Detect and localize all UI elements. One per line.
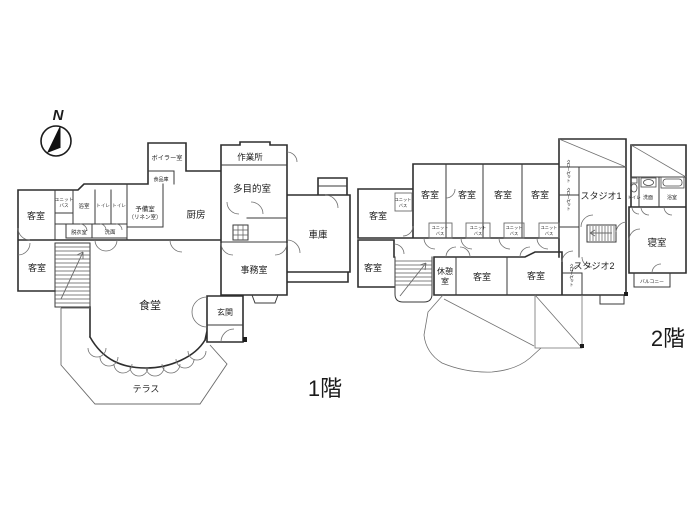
f2-label-guest-w-upper: 客室 bbox=[369, 210, 387, 221]
f2-label-ub1-1: ユニット bbox=[432, 225, 449, 230]
f2-label-ub2-1: ユニット bbox=[470, 225, 487, 230]
f1-label-workshop: 作業所 bbox=[237, 152, 263, 162]
f1-label-unitbath-2: バス bbox=[59, 203, 69, 208]
f2-label-rest-1: 休憩 bbox=[437, 266, 453, 276]
toilet-bowl-icon bbox=[630, 183, 638, 193]
f1-floor-title: 1階 bbox=[308, 376, 342, 401]
bathtub-icon bbox=[660, 176, 685, 189]
f1-label-dressing: 脱衣室 bbox=[71, 228, 87, 236]
f2-floor-title: 2階 bbox=[651, 326, 685, 351]
f1-label-unitbath-1: ユニット bbox=[55, 197, 73, 202]
f1-label-toilet-a: トイレ bbox=[96, 203, 110, 208]
f1-label-pantry: 食品庫 bbox=[153, 176, 168, 183]
f2-stairs-treads bbox=[395, 226, 615, 286]
f2-label-guest-w-lower: 客室 bbox=[364, 262, 382, 273]
f2-label-guest-3: 客室 bbox=[494, 189, 512, 200]
f2-label-balcony: バルコニー bbox=[640, 279, 664, 285]
f2-wall-end-marker-b bbox=[580, 344, 584, 348]
f2-label-guest-6: 客室 bbox=[527, 270, 545, 281]
f1-label-spare-1: 予備室 bbox=[135, 204, 155, 213]
toilet-icon bbox=[630, 177, 638, 184]
f2-label-ub-w-1: ユニット bbox=[395, 197, 412, 202]
f2-label-guest-5: 客室 bbox=[473, 271, 491, 282]
f2-label-toilet: トイレ bbox=[627, 195, 640, 200]
f2-label-ub-w-2: バス bbox=[399, 203, 407, 208]
f2-label-studio2: スタジオ2 bbox=[573, 261, 614, 271]
f2-label-ub4-1: ユニット bbox=[541, 225, 558, 230]
f1-stairs-treads bbox=[55, 225, 248, 304]
f2-label-closet-2: クローゼット bbox=[566, 187, 572, 211]
compass-circle bbox=[40, 125, 72, 157]
f1-label-toilet-b: トイレ bbox=[112, 203, 126, 208]
f2-label-wash: 洗面 bbox=[643, 194, 653, 201]
f1-walls-inner bbox=[54, 164, 348, 326]
f2-label-ub1-2: バス bbox=[436, 231, 444, 236]
f1-terrace-outline bbox=[60, 307, 228, 405]
f1-dining-bay-door-arcs bbox=[87, 347, 207, 377]
bathtub-inner-icon bbox=[662, 178, 683, 187]
f1-label-kitchen: 厨房 bbox=[186, 209, 205, 221]
floor2-plan: 客室 客室 客室 客室 客室 ユニット バス ユニット バス ユニット バス ユ… bbox=[357, 138, 687, 373]
f1-label-entrance: 玄関 bbox=[217, 307, 233, 317]
f2-unit-bath-boxes bbox=[394, 192, 560, 239]
f2-label-closet-3: クローゼット bbox=[569, 263, 575, 287]
f2-label-guest-1: 客室 bbox=[421, 189, 439, 200]
f1-label-guest-nw: 客室 bbox=[27, 210, 45, 221]
f2-label-closet-1: クローゼット bbox=[566, 159, 572, 183]
f2-door-arcs bbox=[393, 188, 673, 274]
compass: N bbox=[40, 107, 72, 157]
f2-label-bedroom: 寝室 bbox=[647, 237, 666, 249]
f2-label-bathroom: 浴室 bbox=[667, 194, 677, 201]
compass-needle-icon bbox=[47, 126, 60, 153]
f2-stairs-arrows bbox=[399, 229, 612, 297]
f1-label-spare-2: （リネン室） bbox=[128, 213, 161, 221]
f2-wall-end-marker-a bbox=[624, 292, 628, 296]
floor1-plan: 客室 ユニット バス 浴室 トイレ トイレ 脱衣室 洗面 予備室 （リネン室） … bbox=[17, 141, 351, 405]
f2-label-ub2-2: バス bbox=[474, 231, 482, 236]
f2-label-ub3-1: ユニット bbox=[506, 225, 523, 230]
f2-label-rest-2: 室 bbox=[441, 276, 449, 286]
f1-label-guest-sw: 客室 bbox=[28, 262, 46, 273]
f2-fixtures bbox=[630, 176, 685, 193]
f1-door-arcs bbox=[17, 151, 339, 343]
f2-roof-diagonals bbox=[423, 138, 687, 373]
f1-label-terrace: テラス bbox=[133, 384, 160, 394]
f2-label-guest-4: 客室 bbox=[531, 189, 549, 200]
f1-label-multipurpose: 多目的室 bbox=[233, 183, 271, 195]
f2-label-guest-2: 客室 bbox=[458, 189, 476, 200]
f1-label-dining: 食堂 bbox=[139, 298, 161, 312]
f1-stairs-arrow bbox=[60, 251, 84, 300]
f2-label-studio1: スタジオ1 bbox=[580, 191, 621, 201]
f2-label-ub3-2: バス bbox=[510, 231, 518, 236]
sink-counter-icon bbox=[640, 177, 657, 188]
f2-label-ub4-2: バス bbox=[545, 231, 553, 236]
sink-basin-icon bbox=[643, 179, 654, 186]
f2-walls-inner bbox=[394, 163, 687, 305]
f1-label-bathroom: 浴室 bbox=[78, 202, 90, 210]
f1-label-garage: 車庫 bbox=[308, 229, 328, 241]
f1-label-wash: 洗面 bbox=[104, 228, 116, 236]
compass-north-label: N bbox=[53, 107, 65, 124]
f1-label-office: 事務室 bbox=[240, 264, 267, 275]
f1-wall-end-marker bbox=[243, 337, 247, 342]
f1-label-boiler: ボイラー室 bbox=[152, 154, 183, 162]
